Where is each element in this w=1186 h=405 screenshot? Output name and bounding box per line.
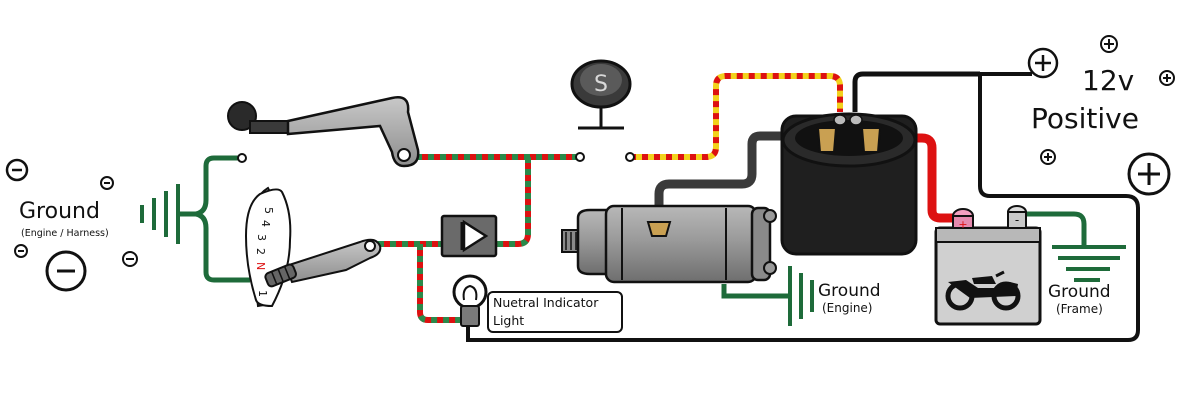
plus-icon [1159,70,1175,86]
minus-icon [45,250,87,292]
gear-label-4: 4 [259,220,272,227]
ground-left-subtitle: (Engine / Harness) [21,228,109,239]
plus-icon [1040,149,1056,165]
left-ground-wire [180,155,250,283]
switch-contact-left [575,152,585,162]
start-button-label: S [594,72,608,97]
neutral-label-line2: Light [493,313,524,328]
neutral-indicator-callout: Nuetral Indicator Light [487,291,623,333]
ground-frame-subtitle: (Frame) [1056,302,1103,316]
minus-icon [5,158,29,182]
minus-icon [14,244,28,258]
neutral-label-line1: Nuetral Indicator [493,295,599,310]
gear-label-5: 5 [262,207,275,214]
start-button: S [570,59,632,130]
ground-symbol-engine [788,266,814,326]
motorcycle-icon [945,270,1021,311]
switch-contact-right [625,152,635,162]
clutch-lever [227,96,420,168]
battery: + - [934,205,1042,326]
ground-engine-subtitle: (Engine) [822,301,873,315]
gear-labels: 5 4 3 2 N 1 [254,207,275,297]
gear-label-1: 1 [256,290,269,297]
gear-selector-arm [264,238,382,288]
clutch-terminal [237,153,247,163]
ground-symbol-frame [1052,245,1126,282]
starter-motor [561,204,777,284]
battery-ground-wire [1017,211,1087,246]
solenoid-positive-wire [852,71,980,112]
diode-top-wire [496,157,531,247]
starter-ground-wire [721,284,790,299]
plus-icon [1100,35,1118,53]
gear-label-3: 3 [255,234,268,241]
neutral-indicator-lamp [452,274,488,327]
gear-label-2: 2 [254,248,267,255]
plus-icon [1127,152,1171,196]
ground-label-frame: Ground (Frame) [1048,282,1111,316]
positive-line2: Positive [1031,102,1139,135]
minus-symbols [5,158,138,292]
positive-line1: 12v [1082,64,1134,97]
ground-left-title: Ground [19,199,100,224]
starter-solenoid [780,112,918,256]
diode [440,214,498,258]
battery-positive-cable [872,133,958,223]
battery-plus-label: + [958,218,967,231]
plus-icon [1027,47,1059,79]
starter-cable [654,131,830,222]
plus-symbols [1027,35,1175,196]
ground-label-left: Ground (Engine / Harness) [19,199,109,239]
ground-engine-title: Ground [818,281,881,301]
positive-label: 12v Positive [1031,64,1139,135]
ground-frame-title: Ground [1048,282,1111,302]
black-loop-wire [466,72,1140,342]
gear-label-n: N [254,262,267,270]
ground-symbol-left [140,184,180,244]
battery-minus-label: - [1015,213,1019,227]
gear-indicator-plate [244,186,292,308]
minus-icon [100,176,114,190]
ground-label-engine: Ground (Engine) [818,281,881,315]
minus-icon [122,251,138,267]
